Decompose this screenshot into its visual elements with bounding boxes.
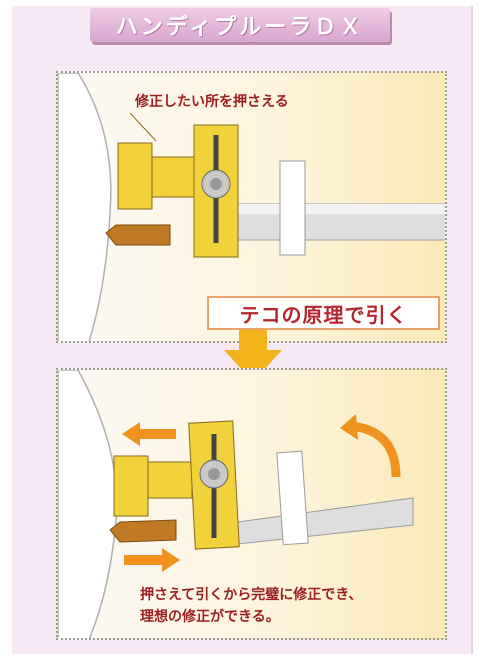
curved-arrow-icon — [340, 414, 401, 478]
result-line-1: 押さえて引くから完璧に修正でき、 — [140, 587, 363, 603]
panel-after — [56, 368, 447, 640]
title-banner: ハンディプルーラＤＸ — [90, 8, 390, 42]
left-arrow-icon — [122, 422, 176, 446]
result-description: 押さえて引くから完璧に修正でき、 理想の修正ができる。 — [140, 584, 440, 628]
page-title: ハンディプルーラＤＸ — [115, 15, 365, 40]
caption-text: テコの原理で引く — [239, 302, 408, 327]
press-point-label: 修正したい所を押さえる — [135, 94, 289, 110]
caption-box: テコの原理で引く — [207, 296, 440, 330]
tool-illustration-before — [58, 73, 445, 341]
tool-illustration-after — [58, 370, 414, 638]
result-line-2: 理想の修正ができる。 — [140, 609, 280, 625]
right-arrow-icon — [124, 548, 180, 572]
